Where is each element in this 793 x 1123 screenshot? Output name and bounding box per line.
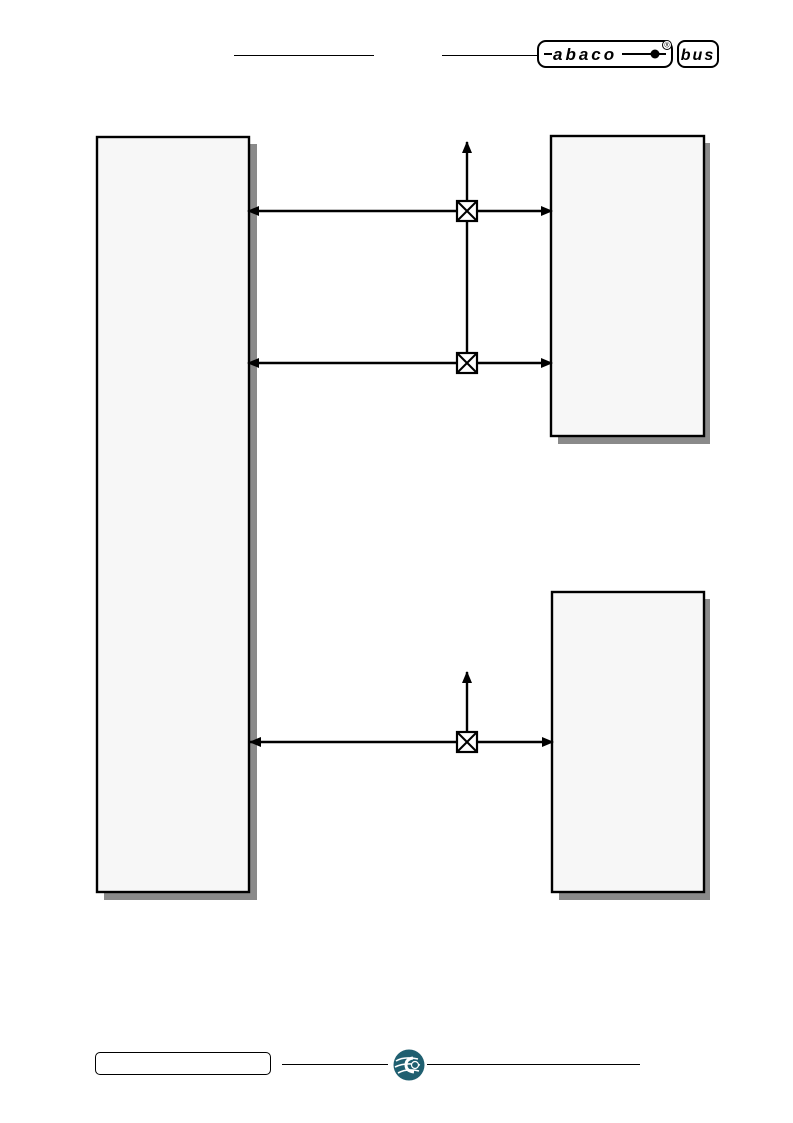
registered-mark: ® [664, 42, 670, 50]
upper-right-block [549, 134, 710, 444]
connection-bus-lower [249, 671, 554, 754]
abaco-wordmark: abaco [553, 45, 617, 64]
header-rule-left [234, 55, 374, 56]
junction-box-lower [455, 730, 479, 754]
logo-dot [650, 49, 660, 59]
abaco-bus-logo: abaco ® bus [537, 40, 719, 68]
lower-right-block [550, 590, 710, 900]
junction-box-middle [455, 351, 479, 375]
footer-label-box [95, 1052, 271, 1075]
junction-box-upper [455, 199, 479, 223]
grifo-emblem-icon [393, 1049, 425, 1081]
bus-wordmark: bus [681, 47, 715, 64]
footer-rule-left [282, 1064, 388, 1065]
main-block [95, 135, 257, 900]
connection-bus-upper [247, 141, 553, 353]
footer-rule-right [427, 1064, 640, 1065]
connection-bus-middle [247, 351, 553, 375]
header-rule-right [442, 55, 538, 56]
